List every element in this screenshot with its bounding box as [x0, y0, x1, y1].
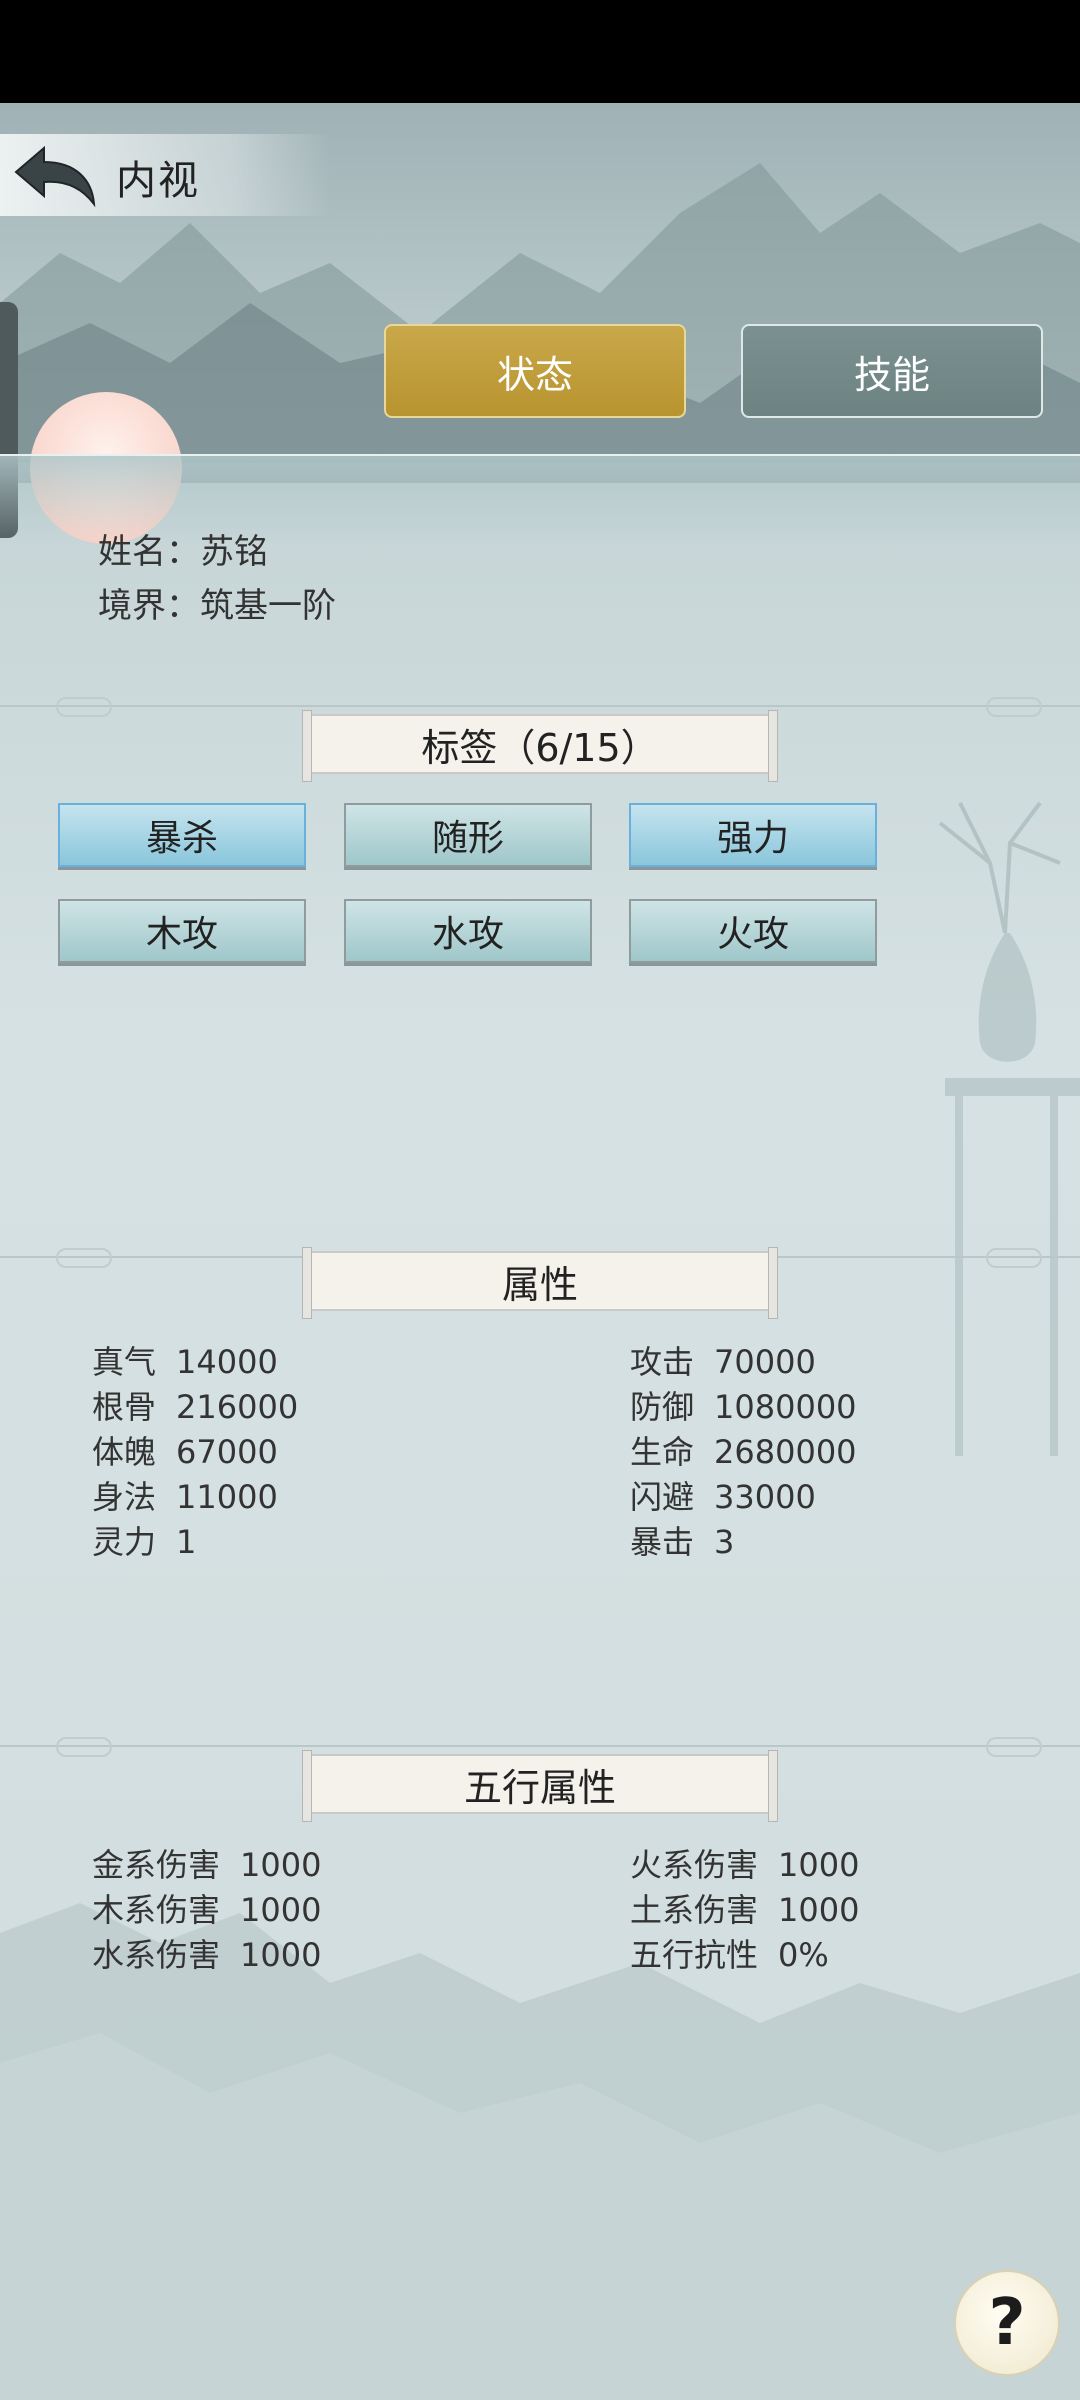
stat-key: 生命: [630, 1433, 695, 1471]
stat-value: 11000: [176, 1478, 278, 1516]
stat-value: 1000: [240, 1846, 322, 1884]
stat-row: 土系伤害 1000: [630, 1885, 859, 1931]
help-icon[interactable]: ?: [954, 2270, 1060, 2376]
stat-value: 1000: [778, 1891, 860, 1929]
stat-row: 灵力 1: [92, 1517, 196, 1563]
stat-row: 金系伤害 1000: [92, 1840, 321, 1886]
stat-key: 闪避: [630, 1478, 695, 1516]
stat-row: 闪避 33000: [630, 1472, 816, 1518]
stat-key: 火系伤害: [630, 1846, 759, 1884]
stat-value: 216000: [176, 1388, 299, 1426]
realm-label: 境界：: [98, 586, 200, 626]
stat-value: 33000: [714, 1478, 816, 1516]
stat-value: 67000: [176, 1433, 278, 1471]
section-divider: [0, 1745, 1080, 1747]
tag-item[interactable]: 强力: [629, 803, 877, 867]
scroll-ornament: [56, 697, 112, 717]
stat-value: 1080000: [714, 1388, 857, 1426]
stat-key: 金系伤害: [92, 1846, 221, 1884]
page-title: 内视: [116, 158, 200, 204]
scroll-ornament: [56, 1737, 112, 1757]
panel-header-band: [0, 454, 1080, 546]
stat-value: 1: [176, 1523, 197, 1561]
stat-key: 暴击: [630, 1523, 695, 1561]
attributes-section-title: 属性: [302, 1247, 778, 1319]
stat-key: 根骨: [92, 1388, 157, 1426]
elements-section-title: 五行属性: [302, 1750, 778, 1822]
character-realm: 筑基一阶: [200, 586, 336, 626]
stat-value: 1000: [240, 1936, 322, 1974]
tag-item[interactable]: 水攻: [344, 899, 592, 963]
character-name: 苏铭: [200, 532, 268, 572]
section-divider: [0, 705, 1080, 707]
stat-key: 攻击: [630, 1343, 695, 1381]
scroll-ornament: [56, 1248, 112, 1268]
tag-item[interactable]: 暴杀: [58, 803, 306, 867]
stat-value: 1000: [240, 1891, 322, 1929]
tags-section-title: 标签（6/15）: [302, 710, 778, 782]
stat-row: 身法 11000: [92, 1472, 278, 1518]
stat-value: 70000: [714, 1343, 816, 1381]
stat-key: 体魄: [92, 1433, 157, 1471]
tag-item[interactable]: 木攻: [58, 899, 306, 963]
stat-row: 水系伤害 1000: [92, 1930, 321, 1976]
stat-key: 木系伤害: [92, 1891, 221, 1929]
name-label: 姓名：: [98, 532, 200, 572]
stat-row: 攻击 70000: [630, 1337, 816, 1383]
character-name-row: 姓名：苏铭: [98, 524, 268, 573]
stat-value: 3: [714, 1523, 735, 1561]
stat-value: 14000: [176, 1343, 278, 1381]
stat-key: 五行抗性: [630, 1936, 759, 1974]
stat-row: 生命 2680000: [630, 1427, 857, 1473]
stat-row: 防御 1080000: [630, 1382, 857, 1428]
stat-row: 火系伤害 1000: [630, 1840, 859, 1886]
tab-skills[interactable]: 技能: [741, 324, 1043, 418]
scroll-ornament: [986, 1737, 1042, 1757]
stat-key: 土系伤害: [630, 1891, 759, 1929]
stat-key: 水系伤害: [92, 1936, 221, 1974]
stat-key: 真气: [92, 1343, 157, 1381]
stat-value: 2680000: [714, 1433, 857, 1471]
status-bar: [0, 0, 1080, 103]
tag-item[interactable]: 火攻: [629, 899, 877, 963]
character-realm-row: 境界：筑基一阶: [98, 578, 336, 627]
tab-status[interactable]: 状态: [384, 324, 686, 418]
stat-row: 五行抗性 0%: [630, 1930, 829, 1976]
stat-row: 根骨 216000: [92, 1382, 298, 1428]
stat-key: 身法: [92, 1478, 157, 1516]
stat-row: 木系伤害 1000: [92, 1885, 321, 1931]
stat-key: 灵力: [92, 1523, 157, 1561]
stat-row: 暴击 3: [630, 1517, 734, 1563]
stat-row: 真气 14000: [92, 1337, 278, 1383]
tag-item[interactable]: 随形: [344, 803, 592, 867]
stat-value: 0%: [778, 1936, 829, 1974]
scroll-ornament: [986, 1248, 1042, 1268]
stat-row: 体魄 67000: [92, 1427, 278, 1473]
stat-value: 1000: [778, 1846, 860, 1884]
back-arrow-icon[interactable]: [14, 142, 98, 208]
scroll-ornament: [986, 697, 1042, 717]
stat-key: 防御: [630, 1388, 695, 1426]
